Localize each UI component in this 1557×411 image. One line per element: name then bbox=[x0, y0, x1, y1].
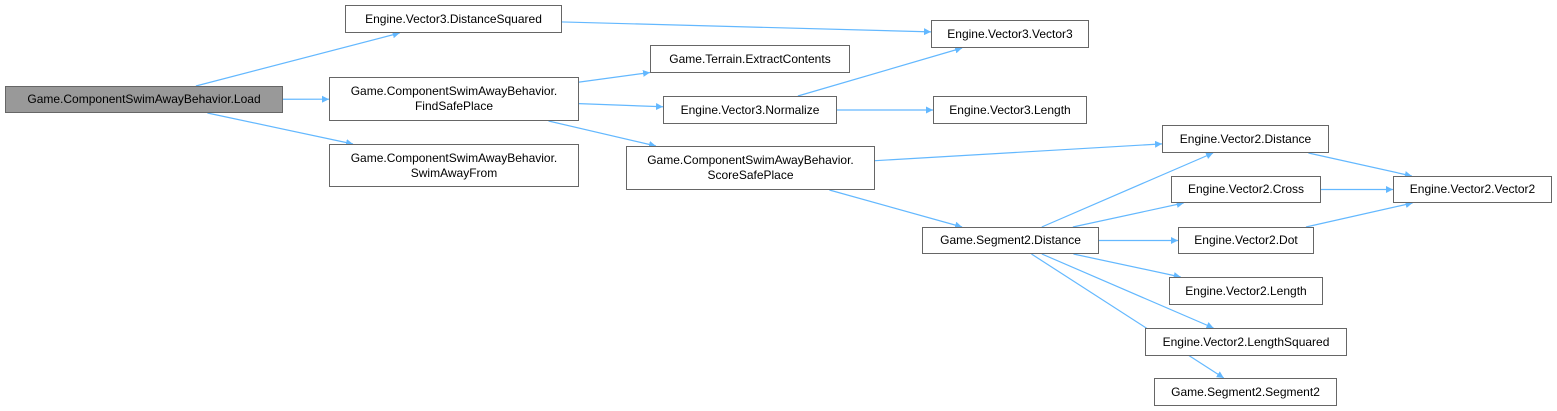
node-label: Engine.Vector2.Cross bbox=[1187, 182, 1305, 196]
node-vector2-length-squared[interactable]: Engine.Vector2.LengthSquared bbox=[1145, 328, 1347, 356]
edge-seg2dist-to-v2cross bbox=[1072, 201, 1184, 228]
node-label-line2: SwimAwayFrom bbox=[410, 165, 498, 180]
edge-v2dist-to-v2ctor bbox=[1308, 152, 1412, 178]
node-label: Engine.Vector3.Normalize bbox=[680, 102, 820, 117]
node-label: Engine.Vector2.Distance bbox=[1179, 131, 1312, 146]
node-find-safe-place[interactable]: Game.ComponentSwimAwayBehavior. FindSafe… bbox=[329, 77, 579, 121]
edge-load-to-v3distsq bbox=[195, 31, 400, 87]
node-label-line1: Game.ComponentSwimAwayBehavior. bbox=[350, 84, 558, 98]
edge-seg2dist-to-v2lensq bbox=[1041, 253, 1214, 329]
node-vector2-distance[interactable]: Engine.Vector2.Distance bbox=[1162, 125, 1329, 153]
node-vector3-length[interactable]: Engine.Vector3.Length bbox=[933, 96, 1087, 124]
node-vector2-length[interactable]: Engine.Vector2.Length bbox=[1169, 277, 1323, 305]
node-label: Engine.Vector3.Vector3 bbox=[947, 26, 1073, 41]
edge-v3distsq-to-v3ctor bbox=[561, 21, 932, 36]
edge-findsafe-to-scoresafe bbox=[548, 120, 657, 148]
edge-normalize-to-v3ctor bbox=[797, 46, 963, 97]
edge-seg2dist-to-v2len bbox=[1073, 253, 1181, 279]
edge-findsafe-to-extract bbox=[578, 69, 651, 83]
node-vector2-dot[interactable]: Engine.Vector2.Dot bbox=[1178, 227, 1314, 254]
node-load[interactable]: Game.ComponentSwimAwayBehavior.Load bbox=[5, 86, 283, 113]
node-segment2-constructor[interactable]: Game.Segment2.Segment2 bbox=[1154, 378, 1337, 406]
node-label-line1: Game.ComponentSwimAwayBehavior. bbox=[350, 150, 558, 165]
node-label: Engine.Vector3.Length bbox=[949, 102, 1071, 117]
node-label: Engine.Vector2.Length bbox=[1185, 283, 1307, 298]
edge-load-to-swimaway bbox=[207, 112, 354, 146]
node-label: Engine.Vector2.Dot bbox=[1194, 233, 1298, 247]
edge-scoresafe-to-v2dist bbox=[874, 140, 1163, 162]
node-label: Game.ComponentSwimAwayBehavior.Load bbox=[27, 92, 261, 106]
edge-seg2dist-to-v2dist bbox=[1041, 152, 1214, 228]
node-vector3-distance-squared[interactable]: Engine.Vector3.DistanceSquared bbox=[345, 5, 562, 33]
node-terrain-extract-contents[interactable]: Game.Terrain.ExtractContents bbox=[650, 45, 850, 73]
node-vector2-cross[interactable]: Engine.Vector2.Cross bbox=[1171, 176, 1321, 203]
edge-v2dot-to-v2ctor bbox=[1305, 201, 1413, 228]
edge-findsafe-to-normalize bbox=[578, 103, 664, 111]
node-label: Game.Segment2.Segment2 bbox=[1171, 384, 1320, 399]
node-label: Engine.Vector2.LengthSquared bbox=[1162, 334, 1330, 349]
node-label: Engine.Vector2.Vector2 bbox=[1409, 182, 1536, 196]
node-label-line1: Game.ComponentSwimAwayBehavior. bbox=[647, 153, 854, 167]
node-vector3-constructor[interactable]: Engine.Vector3.Vector3 bbox=[931, 20, 1089, 48]
node-vector3-normalize[interactable]: Engine.Vector3.Normalize bbox=[663, 96, 837, 124]
node-label-line2: FindSafePlace bbox=[414, 99, 494, 113]
node-swim-away-from[interactable]: Game.ComponentSwimAwayBehavior. SwimAway… bbox=[329, 144, 579, 187]
edge-seg2dist-to-seg2ctor bbox=[1031, 253, 1225, 379]
node-score-safe-place[interactable]: Game.ComponentSwimAwayBehavior. ScoreSaf… bbox=[626, 146, 875, 190]
node-label: Engine.Vector3.DistanceSquared bbox=[365, 11, 542, 26]
node-label: Game.Segment2.Distance bbox=[940, 233, 1081, 247]
node-label-line2: ScoreSafePlace bbox=[707, 168, 794, 182]
node-segment2-distance[interactable]: Game.Segment2.Distance bbox=[922, 227, 1099, 254]
node-label: Game.Terrain.ExtractContents bbox=[669, 51, 831, 66]
edge-scoresafe-to-seg2dist bbox=[829, 189, 963, 229]
node-vector2-constructor[interactable]: Engine.Vector2.Vector2 bbox=[1393, 176, 1552, 203]
